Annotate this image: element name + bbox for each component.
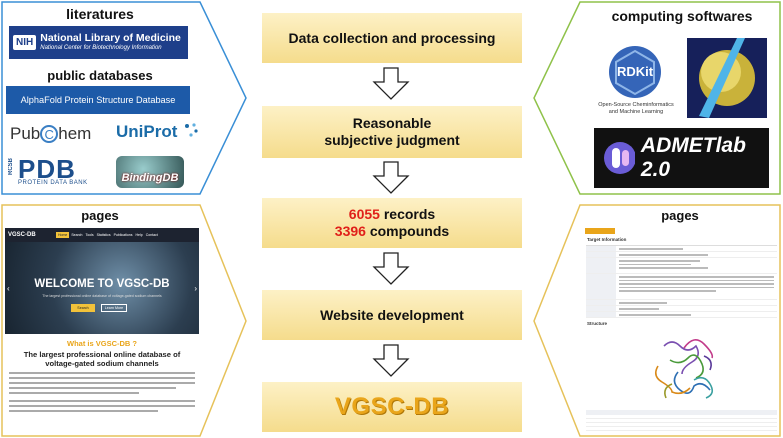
compound-table (586, 410, 777, 434)
nav-tools[interactable]: Tools (85, 233, 94, 237)
hero-title: WELCOME TO VGSC-DB (34, 278, 170, 290)
nav-search[interactable]: Search (71, 233, 83, 237)
rdkit-logo: RDKit Open-Source Cheminformatics and Ma… (594, 42, 676, 124)
bindingdb-logo: BindingDB (116, 156, 184, 188)
compounds-count: 3396 (334, 223, 366, 239)
structure-section-title: Structure (587, 321, 608, 326)
step-data-collection: Data collection and processing (262, 13, 522, 63)
step-subjective-judgment: Reasonable subjective judgment (262, 106, 522, 158)
records-count: 6055 (348, 206, 380, 223)
literatures-title: literatures (66, 6, 134, 22)
public-databases-title: public databases (47, 68, 153, 83)
rcsb-pdb-logo: RCSB PDB PROTEIN DATA BANK (8, 154, 88, 186)
what-is-heading: What is VGSC-DB ? (66, 339, 137, 348)
down-arrow-icon (372, 67, 410, 100)
step-vgsc-db: VGSC-DB (262, 382, 522, 432)
admetlab-logo: ADMETlab 2.0 (594, 128, 769, 188)
nav-contact[interactable]: Contact (145, 233, 158, 237)
nav-help[interactable]: Help (135, 233, 143, 237)
nih-mark: NIH (13, 35, 37, 50)
step-website-development: Website development (262, 290, 522, 340)
site-logo[interactable]: VGSC-DB (8, 232, 36, 238)
vgsc-db-title: VGSC-DB (334, 393, 450, 420)
down-arrow-icon (372, 344, 410, 377)
alphafold-logo: AlphaFold Protein Structure Database (6, 86, 190, 114)
step-records-compounds: 6055 records 3396 compounds (262, 198, 522, 248)
pill-icon (604, 142, 635, 174)
rdkit-hex-icon (609, 46, 661, 98)
homepage-screenshot: VGSC-DB Home Search Tools Statistics Pub… (5, 228, 199, 434)
hero-learnmore-button[interactable]: Learn More (101, 304, 127, 312)
detail-page-screenshot: Target Information Structure (584, 226, 779, 434)
uniprot-dots-icon (184, 123, 198, 137)
hero-subtitle: The largest professional online database… (42, 294, 162, 298)
nih-line1: National Library of Medicine (40, 32, 181, 45)
down-arrow-icon (372, 252, 410, 285)
hero-next-icon[interactable]: › (194, 284, 197, 293)
uniprot-logo: UniProt (116, 122, 199, 142)
pages-title-left: pages (81, 208, 119, 223)
target-info-section-title: Target Information (587, 237, 627, 242)
hero-prev-icon[interactable]: ‹ (7, 284, 10, 293)
protein-structure-image (654, 339, 714, 399)
site-navbar: VGSC-DB Home Search Tools Statistics Pub… (5, 228, 199, 242)
software-sphere-logo (687, 38, 767, 118)
nav-home[interactable]: Home (56, 232, 70, 238)
down-arrow-icon (372, 161, 410, 194)
hero-banner: ‹ › WELCOME TO VGSC-DB The largest profe… (5, 242, 199, 334)
target-info-table (586, 245, 777, 318)
computing-softwares-title: computing softwares (611, 8, 753, 24)
headline: The largest professional online database… (23, 350, 181, 368)
intro-text-block (5, 372, 199, 413)
nih-logo: NIH National Library of Medicine Nationa… (9, 26, 188, 59)
nav-statistics[interactable]: Statistics (96, 233, 111, 237)
pubchem-c-mark: C (40, 125, 59, 143)
pages-title-right: pages (661, 208, 699, 223)
nav-publications[interactable]: Publications (113, 233, 133, 237)
nih-line2: National Center for Biotechnology Inform… (40, 44, 162, 51)
hero-search-button[interactable]: Search (71, 304, 95, 312)
